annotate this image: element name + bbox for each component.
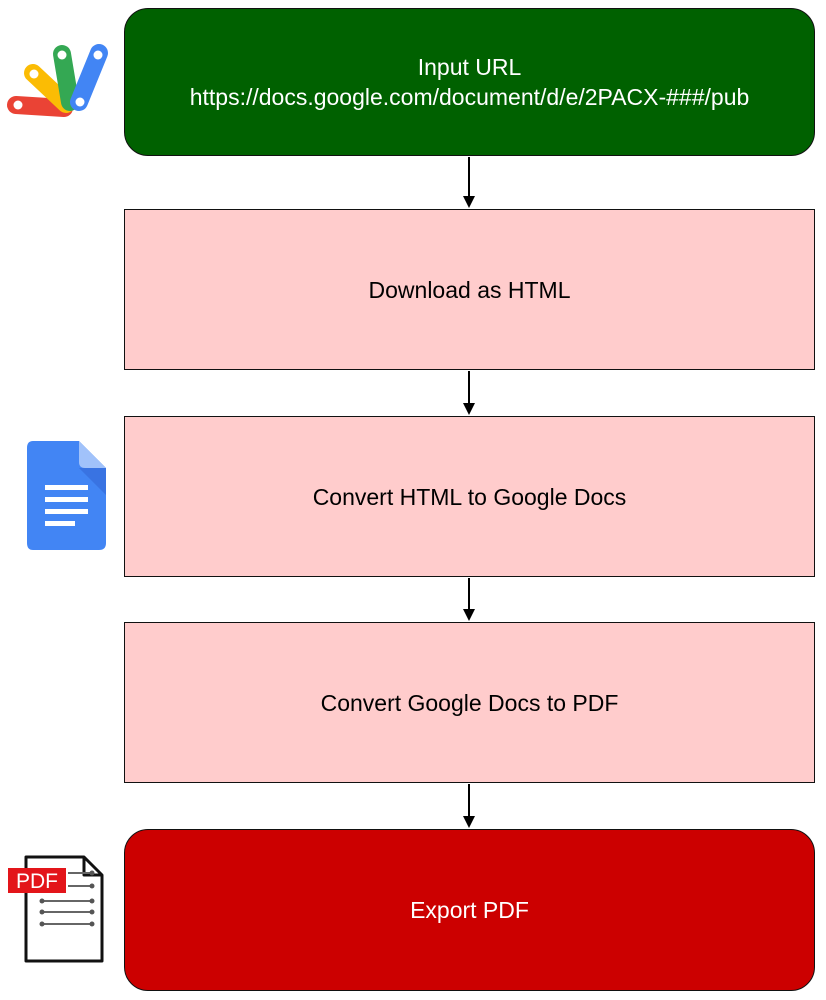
step-export-pdf-title: Export PDF (410, 897, 529, 923)
step-download-html: Download as HTML (124, 209, 815, 370)
step-convert-html-to-docs-title: Convert HTML to Google Docs (312, 483, 627, 510)
step-input-url-title: Input URL (417, 54, 522, 80)
pdf-file-icon: PDF (8, 855, 104, 963)
arrow-1 (463, 157, 475, 208)
arrow-4 (463, 784, 475, 828)
step-convert-html-to-docs: Convert HTML to Google Docs (124, 416, 815, 577)
google-apps-script-icon (7, 44, 108, 117)
arrow-3 (463, 578, 475, 621)
step-input-url-detail: https://docs.google.com/document/d/e/2PA… (189, 84, 750, 110)
arrow-2 (463, 371, 475, 415)
pdf-icon-label: PDF (16, 870, 58, 893)
apps-script-red-arm (7, 96, 73, 117)
step-convert-docs-to-pdf: Convert Google Docs to PDF (124, 622, 815, 783)
step-convert-docs-to-pdf-title: Convert Google Docs to PDF (320, 689, 619, 716)
step-input-url: Input URL https://docs.google.com/docume… (124, 8, 815, 156)
step-download-html-title: Download as HTML (368, 276, 571, 303)
apps-script-blue-arm (70, 44, 108, 111)
apps-script-green-arm (53, 45, 79, 111)
google-docs-icon (27, 441, 106, 550)
step-export-pdf: Export PDF (124, 829, 815, 991)
